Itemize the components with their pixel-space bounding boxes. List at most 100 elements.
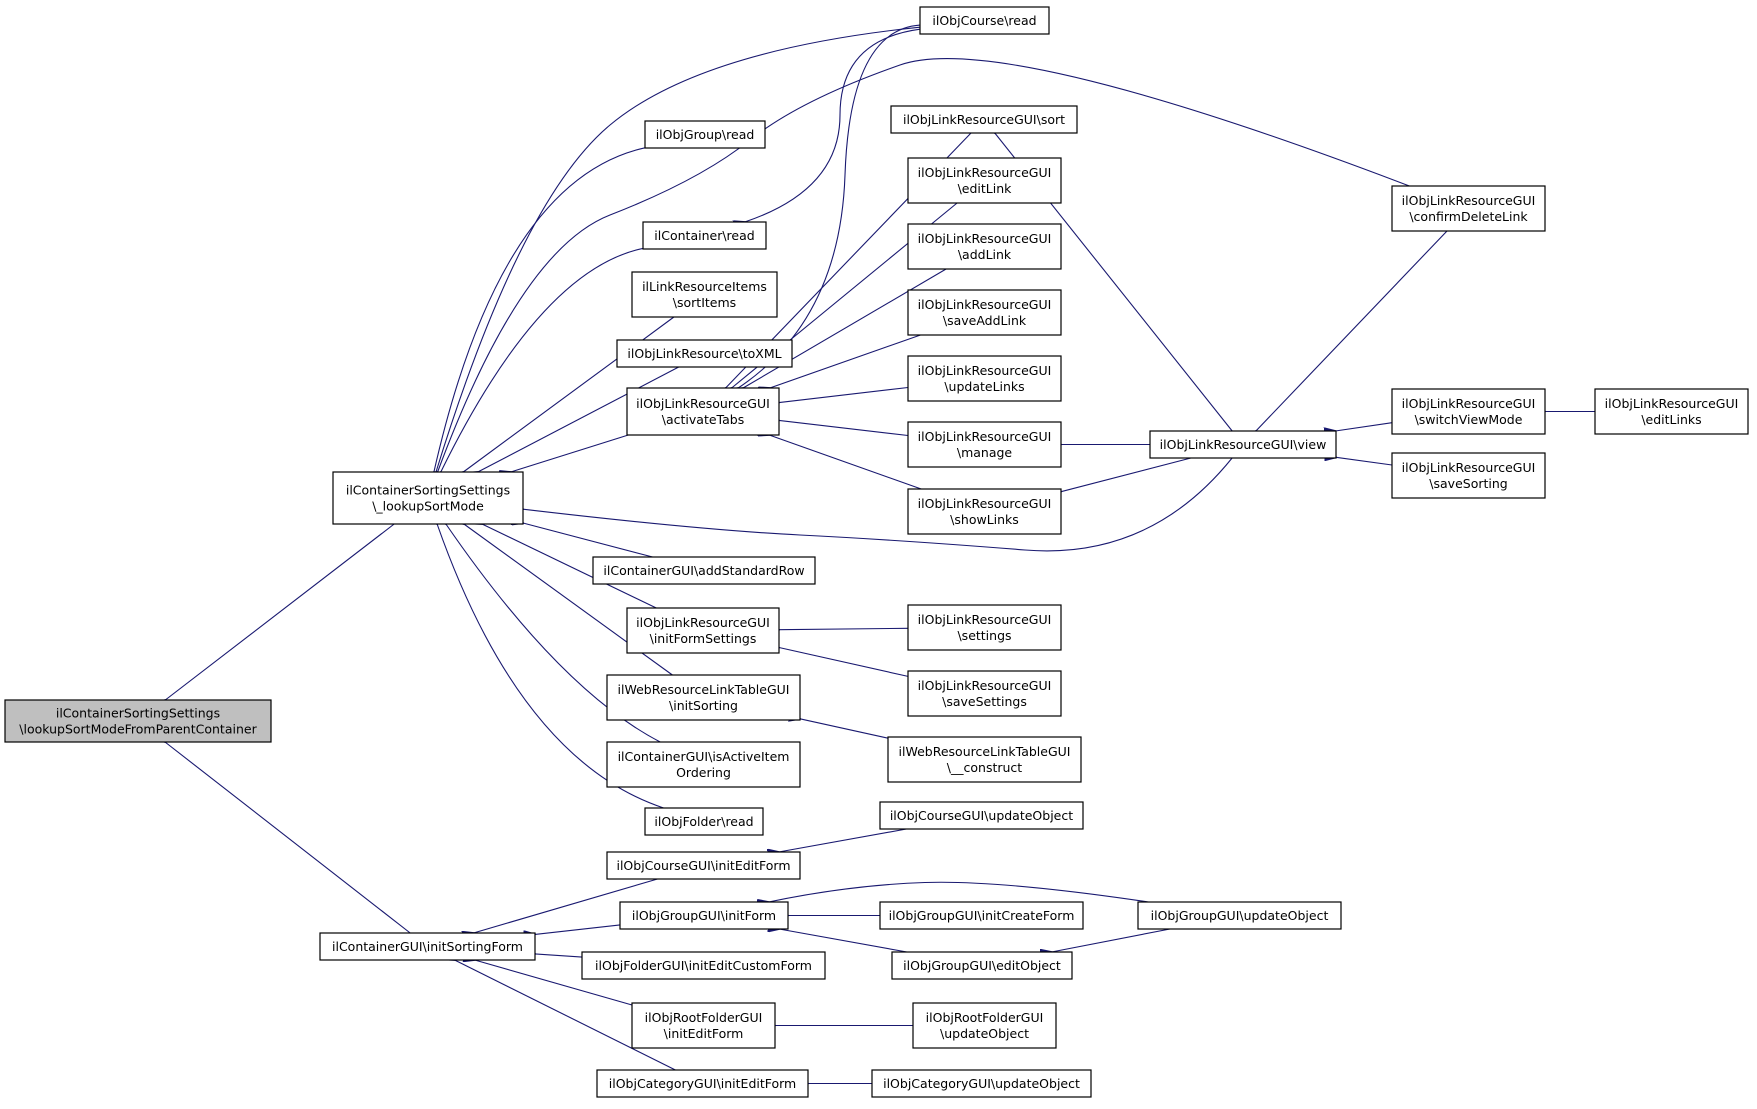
node-label: \sortItems	[673, 295, 736, 310]
node-box	[631, 271, 778, 318]
node-groupGUI_initCreate[interactable]: ilObjGroupGUI\initCreateForm	[879, 901, 1084, 930]
node-lrgui_sort[interactable]: ilObjLinkResourceGUI\sort	[890, 105, 1078, 134]
node-label: ilObjGroupGUI\updateObject	[1151, 908, 1329, 923]
node-catGUI_initEdit[interactable]: ilObjCategoryGUI\initEditForm	[596, 1069, 809, 1098]
node-label: ilObjRootFolderGUI	[645, 1010, 763, 1025]
node-addLink[interactable]: ilObjLinkResourceGUI\addLink	[907, 223, 1062, 270]
node-box	[907, 355, 1062, 402]
node-box	[907, 604, 1062, 651]
node-editLinks[interactable]: ilObjLinkResourceGUI\editLinks	[1594, 388, 1749, 435]
node-label: ilObjGroup\read	[656, 127, 755, 142]
edge-container_read-to-lookup	[441, 247, 644, 472]
node-initFormSettings[interactable]: ilObjLinkResourceGUI\initFormSettings	[626, 607, 780, 654]
node-groupGUI_edit[interactable]: ilObjGroupGUI\editObject	[891, 951, 1073, 980]
node-folderGUI_initEditCustom[interactable]: ilObjFolderGUI\initEditCustomForm	[581, 951, 826, 980]
node-label: ilObjLinkResourceGUI	[1402, 193, 1536, 208]
node-box	[907, 157, 1062, 204]
node-box	[890, 105, 1078, 134]
node-saveSorting[interactable]: ilObjLinkResourceGUI\saveSorting	[1391, 452, 1546, 499]
node-updateLinks[interactable]: ilObjLinkResourceGUI\updateLinks	[907, 355, 1062, 402]
node-label: \editLinks	[1641, 412, 1701, 427]
node-group_read[interactable]: ilObjGroup\read	[644, 120, 766, 149]
edge-view-to-lookup	[523, 457, 1233, 552]
edge-rootFolder_initEdit-to-initSortingForm	[475, 960, 633, 1006]
edge-folderGUI_initEditCustom-to-initSortingForm	[535, 954, 583, 957]
edge-saveAddLink-to-activateTabs	[770, 334, 921, 388]
node-saveAddLink[interactable]: ilObjLinkResourceGUI\saveAddLink	[907, 289, 1062, 336]
node-root[interactable]: ilContainerSortingSettings\lookupSortMod…	[4, 699, 272, 743]
node-container_read[interactable]: ilContainer\read	[642, 221, 767, 250]
node-manage[interactable]: ilObjLinkResourceGUI\manage	[907, 421, 1062, 468]
node-wrlt_initSorting[interactable]: ilWebResourceLinkTableGUI\initSorting	[606, 674, 801, 721]
edge-addLink-to-activateTabs	[743, 268, 947, 388]
node-label: ilObjCourseGUI\initEditForm	[616, 858, 790, 873]
node-box	[907, 488, 1062, 535]
node-label: ilObjLinkResourceGUI	[918, 363, 1052, 378]
node-lri_sort[interactable]: ilLinkResourceItems\sortItems	[631, 271, 778, 318]
node-courseGUI_update[interactable]: ilObjCourseGUI\updateObject	[879, 801, 1084, 830]
node-confirmDel[interactable]: ilObjLinkResourceGUI\confirmDeleteLink	[1391, 185, 1546, 232]
node-label: ilContainerSortingSettings	[346, 482, 510, 497]
node-courseGUI_initEdit[interactable]: ilObjCourseGUI\initEditForm	[606, 851, 801, 880]
node-wrlt_construct[interactable]: ilWebResourceLinkTableGUI\__construct	[887, 736, 1082, 783]
node-activateTabs[interactable]: ilObjLinkResourceGUI\activateTabs	[626, 387, 780, 436]
node-editLink[interactable]: ilObjLinkResourceGUI\editLink	[907, 157, 1062, 204]
edge-groupGUI_update-to-groupGUI_edit	[1052, 928, 1171, 952]
edge-lr_toxml-to-lookup	[478, 366, 679, 472]
node-rootFolder_initEdit[interactable]: ilObjRootFolderGUI\initEditForm	[631, 1002, 776, 1049]
node-box	[619, 901, 789, 930]
edge-lookup-to-root	[165, 523, 395, 700]
node-box	[606, 851, 801, 880]
node-addStdRow[interactable]: ilContainerGUI\addStandardRow	[592, 556, 816, 585]
node-box	[606, 674, 801, 721]
node-box	[644, 120, 766, 149]
node-label: \initEditForm	[664, 1026, 744, 1041]
node-box	[879, 901, 1084, 930]
node-label: \showLinks	[950, 512, 1019, 527]
node-label: ilObjLinkResourceGUI	[636, 396, 770, 411]
node-box	[871, 1069, 1092, 1098]
nodes-layer: ilContainerSortingSettings\lookupSortMod…	[4, 6, 1749, 1098]
node-label: \addLink	[958, 247, 1012, 262]
node-course_read[interactable]: ilObjCourse\read	[919, 6, 1050, 35]
node-box	[879, 801, 1084, 830]
node-lr_toxml[interactable]: ilObjLinkResource\toXML	[616, 339, 793, 368]
node-box	[907, 289, 1062, 336]
node-label: ilObjLinkResourceGUI	[1402, 396, 1536, 411]
node-rootFolder_update[interactable]: ilObjRootFolderGUI\updateObject	[912, 1002, 1057, 1049]
edge-confirmDel-to-view	[1256, 230, 1448, 431]
node-label: ilWebResourceLinkTableGUI	[618, 682, 790, 697]
node-box	[919, 6, 1050, 35]
edge-course_read-to-lookup	[436, 26, 921, 472]
node-box	[626, 607, 780, 654]
node-label: \__construct	[947, 760, 1023, 775]
node-label: \editLink	[958, 181, 1013, 196]
node-label: ilObjGroupGUI\initCreateForm	[889, 908, 1075, 923]
node-settings[interactable]: ilObjLinkResourceGUI\settings	[907, 604, 1062, 651]
node-folder_read[interactable]: ilObjFolder\read	[644, 807, 764, 836]
node-box	[581, 951, 826, 980]
node-catGUI_update[interactable]: ilObjCategoryGUI\updateObject	[871, 1069, 1092, 1098]
node-groupGUI_update[interactable]: ilObjGroupGUI\updateObject	[1137, 901, 1342, 930]
node-switchView[interactable]: ilObjLinkResourceGUI\switchViewMode	[1391, 388, 1546, 435]
node-initSortingForm[interactable]: ilContainerGUI\initSortingForm	[319, 932, 536, 961]
node-label: \switchViewMode	[1415, 412, 1523, 427]
edge-groupGUI_initForm-to-initSortingForm	[535, 924, 621, 935]
node-label: ilObjGroupGUI\editObject	[903, 958, 1061, 973]
node-box	[616, 339, 793, 368]
node-showLinks[interactable]: ilObjLinkResourceGUI\showLinks	[907, 488, 1062, 535]
node-saveSettings[interactable]: ilObjLinkResourceGUI\saveSettings	[907, 670, 1062, 717]
node-label: ilObjLinkResourceGUI	[918, 297, 1052, 312]
edge-folder_read-to-lookup	[437, 524, 664, 809]
node-label: ilObjFolderGUI\initEditCustomForm	[595, 958, 812, 973]
node-box	[319, 932, 536, 961]
node-lookup[interactable]: ilContainerSortingSettings\_lookupSortMo…	[332, 471, 524, 525]
node-label: ilObjGroupGUI\initForm	[632, 908, 776, 923]
node-box	[606, 741, 801, 788]
node-box	[626, 387, 780, 436]
node-groupGUI_initForm[interactable]: ilObjGroupGUI\initForm	[619, 901, 789, 930]
node-view[interactable]: ilObjLinkResourceGUI\view	[1149, 430, 1337, 459]
edge-switchView-to-view	[1335, 422, 1393, 431]
node-label: ilLinkResourceItems	[642, 279, 767, 294]
